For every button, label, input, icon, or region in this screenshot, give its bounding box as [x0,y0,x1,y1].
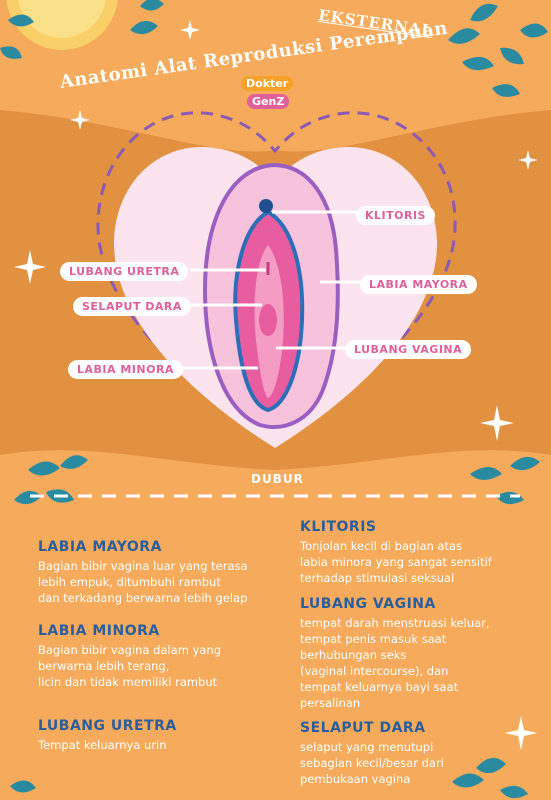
section-title-klitoris: KLITORIS [300,519,377,535]
label-dubur: DUBUR [251,472,304,486]
section-title-selaput-dara: SELAPUT DARA [300,720,426,736]
label-labia-minora: LABIA MINORA [68,360,183,379]
sparkle-icon [14,20,538,750]
logo: Dokter GenZ [237,76,297,126]
label-selaput-dara: SELAPUT DARA [73,297,191,316]
leaf-icon [448,3,548,97]
leaf-icon [0,0,164,59]
label-lubang-vagina: LUBANG VAGINA [345,340,472,359]
section-body-labia-minora: Bagian bibir vagina dalam yang berwarna … [38,643,222,689]
section-body-klitoris: Tonjolan kecil di bagian atas labia mino… [300,539,492,585]
section-body-lubang-uretra: Tempat keluarnya urin [38,738,167,752]
label-labia-mayora: LABIA MAYORA [360,275,477,294]
logo-top: Dokter [241,76,294,91]
leaf-icon [10,757,528,799]
hymen [259,304,277,336]
section-title-lubang-uretra: LUBANG URETRA [38,718,177,734]
label-lubang-uretra: LUBANG URETRA [60,262,189,281]
section-body-labia-mayora: Bagian bibir vagina luar yang terasa leb… [38,559,248,605]
logo-bottom: GenZ [247,94,290,109]
section-title-lubang-vagina: LUBANG VAGINA [300,596,436,612]
label-klitoris: KLITORIS [356,206,435,225]
section-title-labia-mayora: LABIA MAYORA [38,539,162,555]
clitoris [259,199,273,213]
pointer-lines [180,210,364,370]
section-title-labia-minora: LABIA MINORA [38,623,160,639]
section-body-lubang-vagina: tempat darah menstruasi keluar, tempat p… [300,616,490,710]
sun-icon [6,0,118,50]
section-body-selaput-dara: selaput yang menutupi sebagian kecil/bes… [300,740,444,786]
